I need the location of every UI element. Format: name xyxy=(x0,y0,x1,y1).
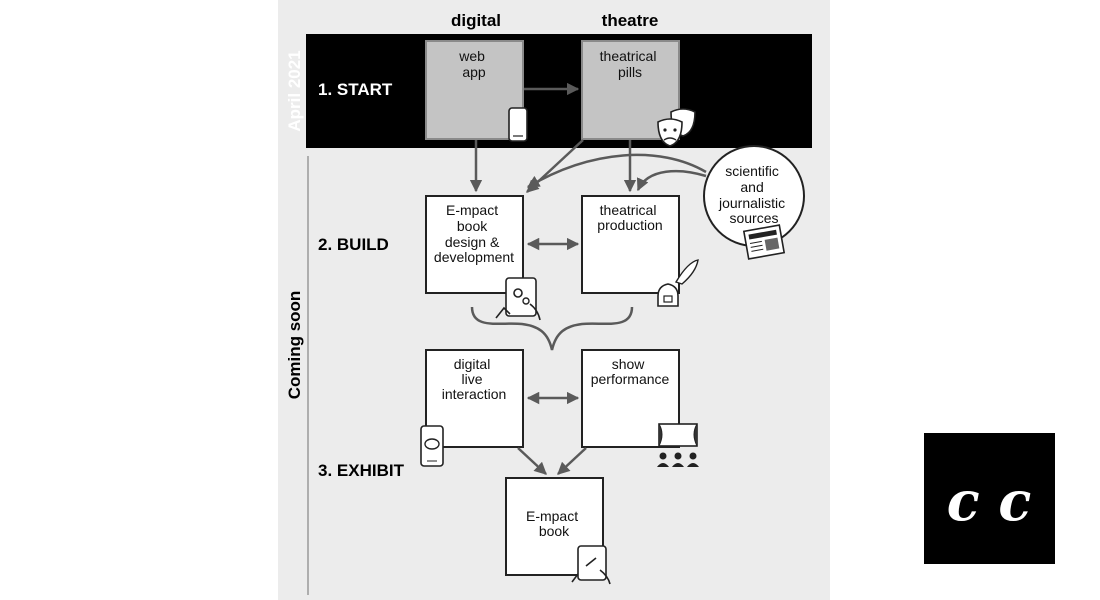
arrow-sources-to-production xyxy=(636,169,707,192)
box-text: E-mpact book xyxy=(526,508,582,539)
box-digital-live: digital live interaction xyxy=(420,349,524,467)
box-text: web app xyxy=(458,48,489,80)
newspaper-icon xyxy=(742,224,786,260)
theatre-masks-icon xyxy=(657,108,696,147)
merge-brace xyxy=(470,306,634,351)
sources-circle: scientific and journalistic sources xyxy=(703,145,805,260)
box-text: E-mpact book design & development xyxy=(434,202,514,265)
sources-text: scientific and journalistic sources xyxy=(718,163,789,226)
box-show-performance: show performance xyxy=(581,349,699,467)
tablet-settings-icon xyxy=(495,277,541,321)
tablet-touch-icon xyxy=(571,545,611,585)
phone-chat-icon xyxy=(420,425,444,467)
arrow-performance-to-book xyxy=(557,447,587,475)
box-empact-book: E-mpact book xyxy=(505,477,611,585)
start-date-label: April 2021 xyxy=(285,50,304,131)
cc-logo: c c xyxy=(924,433,1055,564)
quill-inkpot-icon xyxy=(657,259,699,307)
box-empact-design: E-mpact book design & development xyxy=(425,195,541,321)
box-text: digital live interaction xyxy=(442,356,507,402)
column-heading-theatre: theatre xyxy=(602,11,659,30)
box-web-app: web app xyxy=(425,40,528,142)
stage-label-start: 1. START xyxy=(318,80,393,99)
box-text: show performance xyxy=(591,356,670,387)
coming-soon-label: Coming soon xyxy=(285,291,304,400)
box-text: theatrical production xyxy=(597,202,662,233)
stage-label-build: 2. BUILD xyxy=(318,235,389,254)
box-theatrical-pills: theatrical pills xyxy=(581,40,696,147)
box-theatrical-production: theatrical production xyxy=(581,195,699,307)
column-heading-digital: digital xyxy=(451,11,501,30)
cc-logo-text: c c xyxy=(947,469,1032,533)
start-band xyxy=(306,34,812,148)
arrow-sources-to-design xyxy=(526,153,707,189)
box-text: theatrical pills xyxy=(600,48,661,80)
arrow-live-to-book xyxy=(517,447,547,475)
stage-label-exhibit: 3. EXHIBIT xyxy=(318,461,405,480)
stage-audience-icon xyxy=(657,423,699,467)
smartphone-icon xyxy=(508,107,528,142)
